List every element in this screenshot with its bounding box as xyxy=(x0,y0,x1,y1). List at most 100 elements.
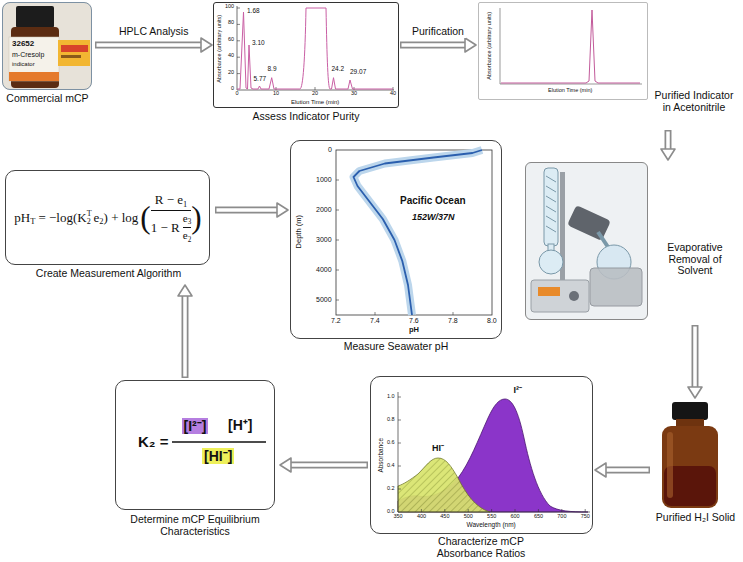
fraction-bar xyxy=(183,227,192,228)
flow-arrow xyxy=(95,38,212,52)
frame xyxy=(213,2,399,108)
flow-arrow xyxy=(688,325,702,398)
flow-arrow xyxy=(400,38,476,52)
equation: pHT= −log(K T2 e2) + log ( R − e1 1 − R … xyxy=(8,174,208,262)
frame xyxy=(5,170,210,265)
axis-label: 7.6 xyxy=(409,317,419,324)
caption: Purified H₂I Solid xyxy=(650,512,741,524)
axis-label: 0.8 xyxy=(387,417,395,423)
equation-term: 1 xyxy=(183,199,187,209)
frame xyxy=(525,162,648,320)
axis-label: 0.4 xyxy=(387,463,395,469)
equation-term: = −log(K xyxy=(38,210,86,225)
peak-label: 1.68 xyxy=(247,8,260,15)
axis-label: 80 xyxy=(228,20,234,26)
equation-term: [HI⁻] xyxy=(202,448,234,464)
equation-term: R − e xyxy=(155,192,183,207)
axis-label: 10 xyxy=(273,91,279,97)
equation-group: e3 xyxy=(183,212,192,227)
axis-label: 0 xyxy=(231,86,234,92)
equation-term: e xyxy=(183,212,188,224)
axis-label: 7.2 xyxy=(331,317,341,324)
equation-term: [I²⁻] xyxy=(182,418,209,434)
equation-group: ) xyxy=(191,202,201,233)
axis-label: 20 xyxy=(312,91,318,97)
equation-group: T2 xyxy=(87,210,92,227)
chromatogram xyxy=(237,6,394,90)
plot-title: Pacific Ocean xyxy=(400,196,466,206)
caption: Commercial mCP xyxy=(0,93,95,105)
axis-label: 3000 xyxy=(316,236,332,243)
equation-term: 2 xyxy=(99,216,103,226)
equation-term: 2 xyxy=(87,218,92,226)
equation-group: pHT= −log(K xyxy=(14,210,86,227)
axis-label: Absorbance (arbitrary units) xyxy=(487,12,493,80)
equation-term: K₂ = xyxy=(138,434,168,449)
equation-term: pH xyxy=(14,210,30,225)
caption: Measure Seawater pH xyxy=(288,341,504,353)
fraction: R − e1 1 − R e3 e2 xyxy=(151,192,192,244)
caption: Determine mCP Equilibrium Characteristic… xyxy=(110,514,280,537)
axis-label: pH xyxy=(409,326,419,334)
axis-label: Elution Time (min) xyxy=(548,88,592,94)
spectrum-plot xyxy=(398,392,590,512)
axis-label: 20 xyxy=(228,70,234,76)
equation-group: ( xyxy=(138,202,150,233)
equation-term: ) xyxy=(191,200,201,235)
axis-label: Elution Time (min) xyxy=(291,99,339,105)
axis-label: 500 xyxy=(464,514,473,520)
photo-panel: Evaporative Removal of Solvent xyxy=(520,160,741,325)
chromatogram xyxy=(500,8,642,84)
equation-group: R − e1 xyxy=(155,192,188,209)
bottle-label: indicator xyxy=(12,61,35,67)
frame xyxy=(478,2,648,100)
photo-panel: Purified H₂I Solid xyxy=(650,398,741,550)
equation-term: ( xyxy=(140,200,150,235)
peak-label: 3.10 xyxy=(252,40,265,47)
chromatogram-panel: Assess Indicator Purity xyxy=(212,0,400,126)
peak-label: 8.9 xyxy=(268,66,277,73)
axis-label: 600 xyxy=(511,514,520,520)
caption: Purified Indicator in Acetonitrile xyxy=(650,90,738,113)
axis-label: 7.4 xyxy=(370,317,380,324)
axis-label: 0 xyxy=(328,146,332,153)
axis-label: 0.6 xyxy=(387,440,395,446)
axis-label: 0.2 xyxy=(387,486,395,492)
flow-arrow xyxy=(215,203,288,217)
caption: Assess Indicator Purity xyxy=(212,111,400,123)
axis-label: Depth (m) xyxy=(294,215,302,248)
equation-term: 2 xyxy=(188,236,192,244)
axis-label: 40 xyxy=(390,91,396,97)
equation-term: ) + log xyxy=(104,210,139,225)
fraction: e3 e2 xyxy=(183,212,192,244)
curve-label: HI⁻ xyxy=(432,444,444,453)
caption: Characterize mCP Absorbance Ratios xyxy=(416,536,546,559)
axis-label: 4000 xyxy=(316,266,332,273)
flow-arrow xyxy=(661,130,675,160)
flow-arrow xyxy=(178,285,192,378)
rotary-evaporator xyxy=(525,162,648,320)
axis-label: 2000 xyxy=(316,206,332,213)
peak-label: 24.2 xyxy=(332,66,345,73)
bottle-photo xyxy=(662,402,718,508)
equation-group: 1 − R e3 e2 xyxy=(151,212,192,244)
axis-label: 750 xyxy=(581,514,590,520)
peak-label: 29.07 xyxy=(350,69,366,76)
bottle-label: 32652 xyxy=(12,40,34,48)
equation-term: e xyxy=(183,229,188,241)
profile-plot-panel: Measure Seawater pH xyxy=(288,138,504,358)
axis-label: Absorbance xyxy=(378,437,385,472)
axis-label: 1.0 xyxy=(387,394,395,400)
flow-arrow xyxy=(595,463,650,477)
bottle-label: m-Cresolp xyxy=(12,51,44,58)
equation-term: T xyxy=(30,216,35,226)
equation-term: 1 − R xyxy=(151,220,180,235)
chromatogram-panel: Purified Indicator in Acetonitrile xyxy=(476,0,741,130)
equation-box: Create Measurement Algorithm xyxy=(2,168,215,285)
equation-group: e2 xyxy=(183,229,192,244)
axis-label: 350 xyxy=(394,514,403,520)
axis-label: 450 xyxy=(440,514,449,520)
